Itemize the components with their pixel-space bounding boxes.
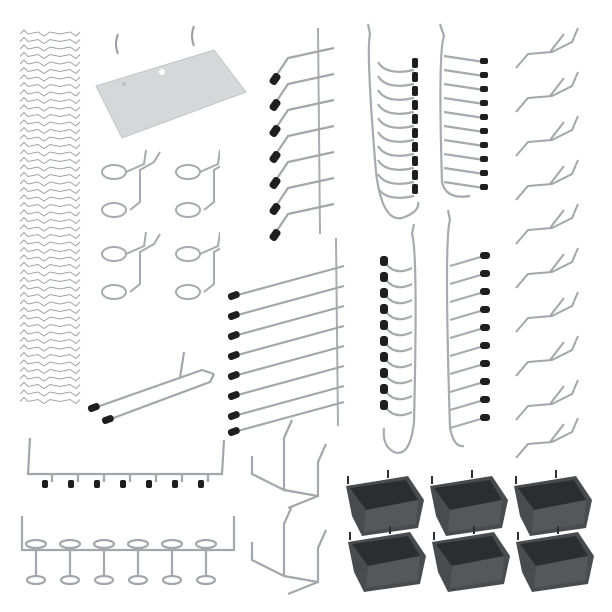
small-j-hooks (376, 222, 426, 464)
zigzag-hooks (512, 24, 584, 464)
peg-lock-stack-icon (19, 29, 81, 405)
image-caption: Pegboard accessory kit product photo on … (0, 0, 1, 1)
long-straight-hooks (226, 236, 356, 436)
ring-holder-bar (14, 514, 244, 594)
peg-locks (18, 26, 82, 408)
bins (344, 466, 596, 606)
shelf (94, 24, 254, 144)
j-hooks (362, 22, 426, 228)
tool-holder-bar (22, 436, 232, 496)
straight-hooks-short (434, 22, 498, 206)
long-angled-hooks (440, 208, 496, 458)
u-brackets (248, 416, 338, 600)
double-prong-hook (86, 348, 220, 428)
angled-hooks (268, 24, 344, 244)
double-ring-hooks (100, 148, 220, 308)
